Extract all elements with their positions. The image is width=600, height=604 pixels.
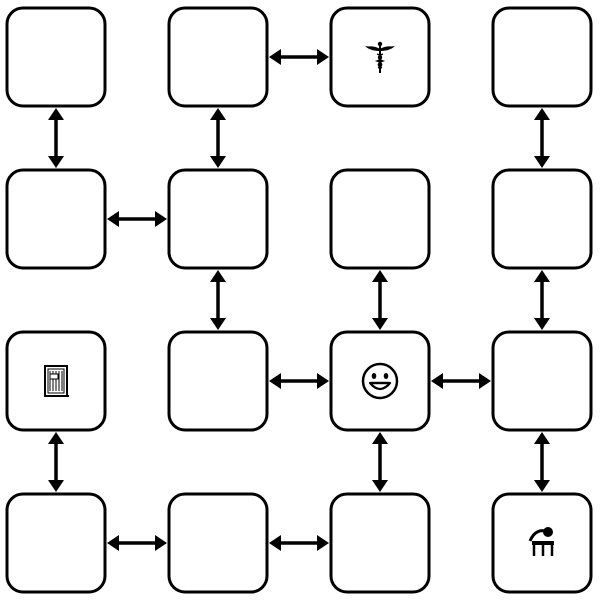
room-r2c0[interactable] [5,330,107,432]
room-tile[interactable] [167,492,269,594]
door-arrow-r1c2-r2c2[interactable] [372,270,388,330]
room-tile[interactable] [5,6,107,108]
smiley-player-icon [361,362,399,400]
room-tile[interactable] [491,6,593,108]
door-arrow-r3c0-r3c1[interactable] [107,535,167,551]
door-arrow-r0c0-r1c0[interactable] [48,108,64,168]
rooms-layer [5,6,593,594]
door-arrow-r1c0-r1c1[interactable] [107,211,167,227]
room-tile[interactable] [329,168,431,270]
room-r0c2[interactable] [329,6,431,108]
room-tile[interactable] [5,492,107,594]
room-r1c2[interactable] [329,168,431,270]
room-r0c1[interactable] [167,6,269,108]
room-r2c3[interactable] [491,330,593,432]
door-arrow-r2c3-r3c3[interactable] [534,432,550,492]
room-tile[interactable] [167,330,269,432]
door-arrow-r2c1-r2c2[interactable] [269,373,329,389]
room-tile[interactable] [491,330,593,432]
door-arrow-r0c1-r1c1[interactable] [210,108,226,168]
room-r1c1[interactable] [167,168,269,270]
room-r2c1[interactable] [167,330,269,432]
room-r1c0[interactable] [5,168,107,270]
room-tile[interactable] [167,6,269,108]
room-r0c0[interactable] [5,6,107,108]
room-tile[interactable] [167,168,269,270]
room-r1c3[interactable] [491,168,593,270]
book-icon [43,365,70,397]
room-r0c3[interactable] [491,6,593,108]
room-r2c2[interactable] [329,330,431,432]
door-arrow-r2c2-r2c3[interactable] [431,373,491,389]
room-r3c0[interactable] [5,492,107,594]
door-arrow-r0c3-r1c3[interactable] [534,108,550,168]
door-arrow-r3c1-r3c2[interactable] [269,535,329,551]
door-arrow-r1c1-r2c1[interactable] [210,270,226,330]
connections-layer [48,49,550,551]
door-arrow-r0c1-r0c2[interactable] [269,49,329,65]
room-tile[interactable] [329,492,431,594]
door-arrow-r2c0-r3c0[interactable] [48,432,64,492]
room-r3c3[interactable] [491,492,593,594]
room-tile[interactable] [491,168,593,270]
room-tile[interactable] [5,168,107,270]
room-r3c2[interactable] [329,492,431,594]
door-arrow-r2c2-r3c2[interactable] [372,432,388,492]
door-arrow-r1c3-r2c3[interactable] [534,270,550,330]
room-r3c1[interactable] [167,492,269,594]
